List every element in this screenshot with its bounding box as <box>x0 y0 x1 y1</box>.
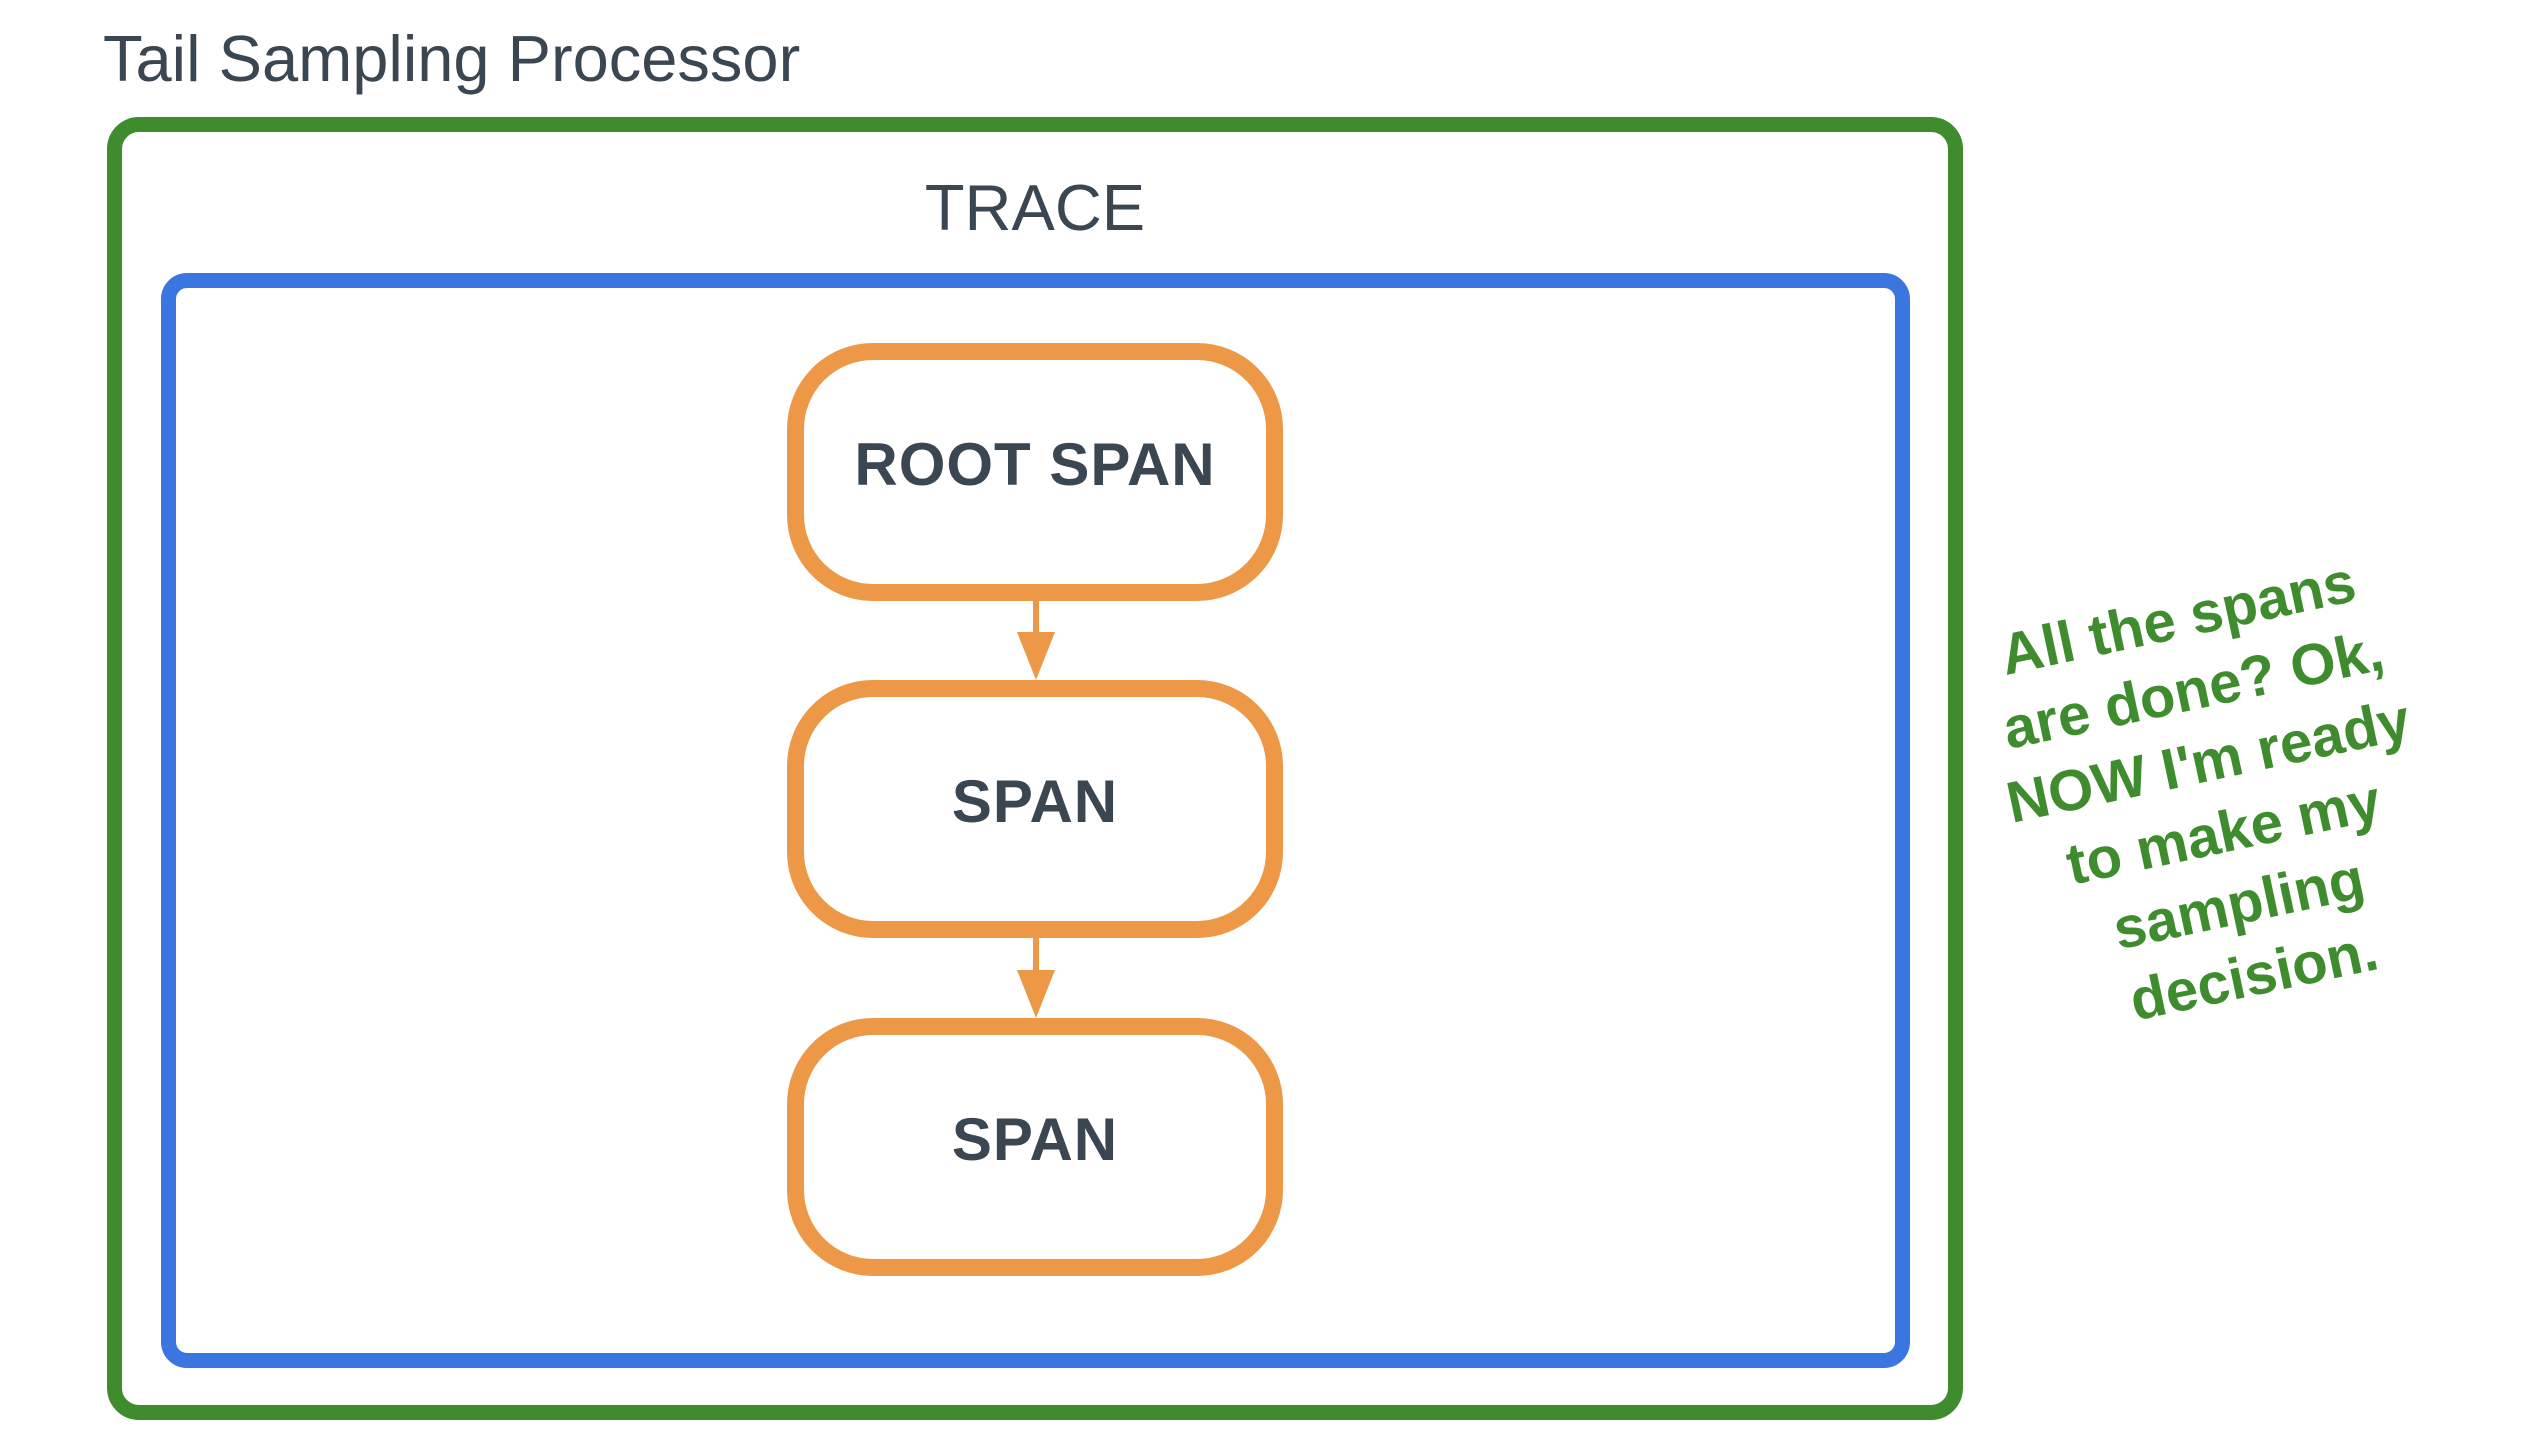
node-span-1: SPAN <box>787 680 1283 938</box>
annotation-text: All the spans are done? Ok, NOW I'm read… <box>1941 534 2492 1061</box>
arrow-head-icon <box>1017 632 1055 680</box>
arrow-head-icon <box>1017 970 1055 1018</box>
node-root-span-label: ROOT SPAN <box>854 430 1216 498</box>
node-root-span: ROOT SPAN <box>787 343 1283 601</box>
processor-box <box>107 117 1963 1420</box>
trace-box <box>161 273 1910 1368</box>
node-span-2: SPAN <box>787 1018 1283 1276</box>
trace-label: TRACE <box>924 171 1146 244</box>
arrow-stem <box>1033 938 1039 970</box>
node-span-1-label: SPAN <box>951 767 1119 835</box>
arrow-down-connector-1 <box>1017 600 1055 680</box>
node-span-2-label: SPAN <box>951 1105 1119 1173</box>
arrow-down-connector-2 <box>1017 938 1055 1018</box>
arrow-stem <box>1033 600 1039 632</box>
diagram-title: Tail Sampling Processor <box>103 22 801 95</box>
